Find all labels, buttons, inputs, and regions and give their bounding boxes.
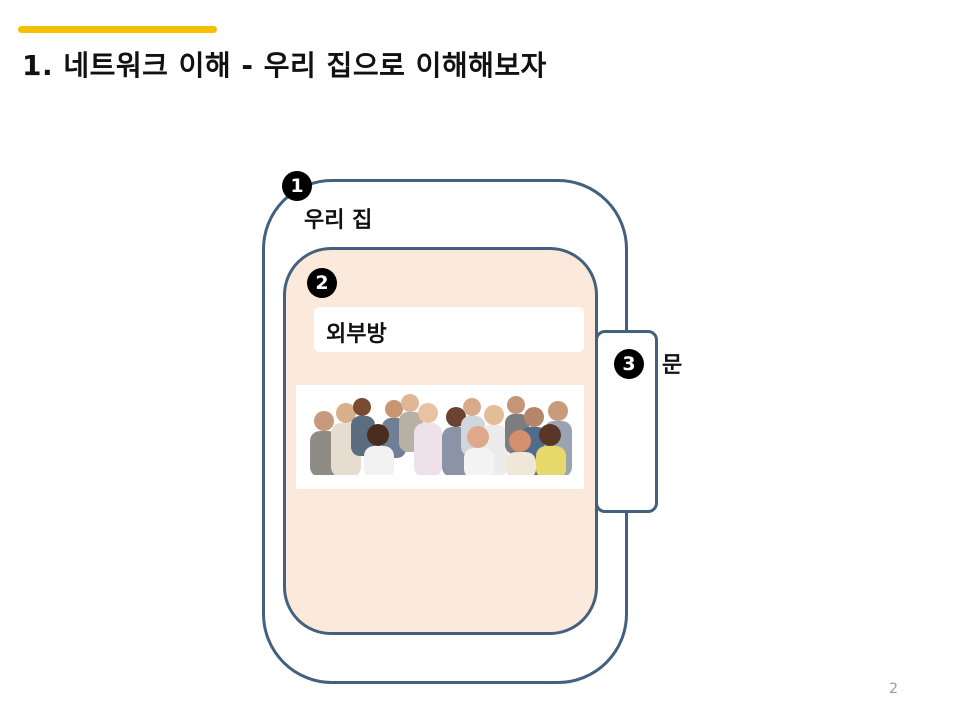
room-label: 외부방 [326,322,387,347]
room-number-badge: 2 [307,268,337,298]
door-label: 문 [662,353,683,378]
house-number-badge: 1 [282,171,312,201]
page-number: 2 [889,681,898,697]
group-of-people-photo [296,385,584,489]
crowd-back-row [310,394,572,477]
house-label: 우리 집 [304,208,373,233]
room-label-box [314,307,584,352]
crowd-front-row [364,424,566,479]
door-number-badge: 3 [614,349,644,379]
slide-title: 1. 네트워크 이해 - 우리 집으로 이해해보자 [22,49,547,82]
title-accent-bar [18,26,217,33]
